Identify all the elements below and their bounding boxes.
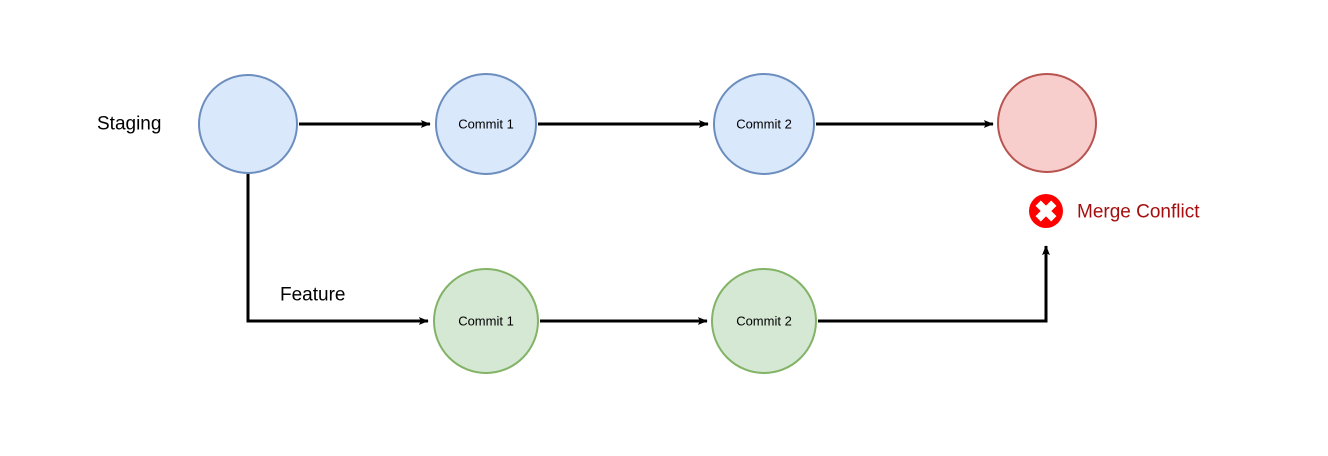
merge-conflict-label: Merge Conflict bbox=[1077, 202, 1200, 223]
error-x-icon bbox=[1029, 194, 1063, 228]
feature-commit-1[interactable]: Commit 1 bbox=[433, 268, 539, 374]
edge-branch-off-to-feature bbox=[246, 174, 429, 325]
edges-layer bbox=[246, 120, 1050, 325]
staging-root-circle[interactable] bbox=[198, 74, 298, 174]
staging-commit-2[interactable]: Commit 2 bbox=[713, 73, 815, 175]
staging-commit-1-circle[interactable] bbox=[435, 73, 537, 175]
feature-commit-2[interactable]: Commit 2 bbox=[711, 268, 817, 374]
feature-branch-label: Feature bbox=[280, 285, 345, 306]
merge-target[interactable] bbox=[997, 73, 1097, 173]
feature-commit-1-circle[interactable] bbox=[433, 268, 539, 374]
staging-commit-2-circle[interactable] bbox=[713, 73, 815, 175]
feature-commit-2-circle[interactable] bbox=[711, 268, 817, 374]
staging-branch-label: Staging bbox=[97, 114, 161, 135]
error-x-icon-glyph bbox=[1035, 200, 1057, 222]
edge-feature-commit2-to-conflict bbox=[818, 245, 1050, 323]
feature-branch-group: Feature Commit 1 Commit 2 bbox=[280, 268, 817, 374]
staging-root[interactable] bbox=[198, 74, 298, 174]
staging-commit-1[interactable]: Commit 1 bbox=[435, 73, 537, 175]
merge-conflict-annotation: Merge Conflict bbox=[1029, 194, 1200, 228]
merge-target-circle[interactable] bbox=[997, 73, 1097, 173]
